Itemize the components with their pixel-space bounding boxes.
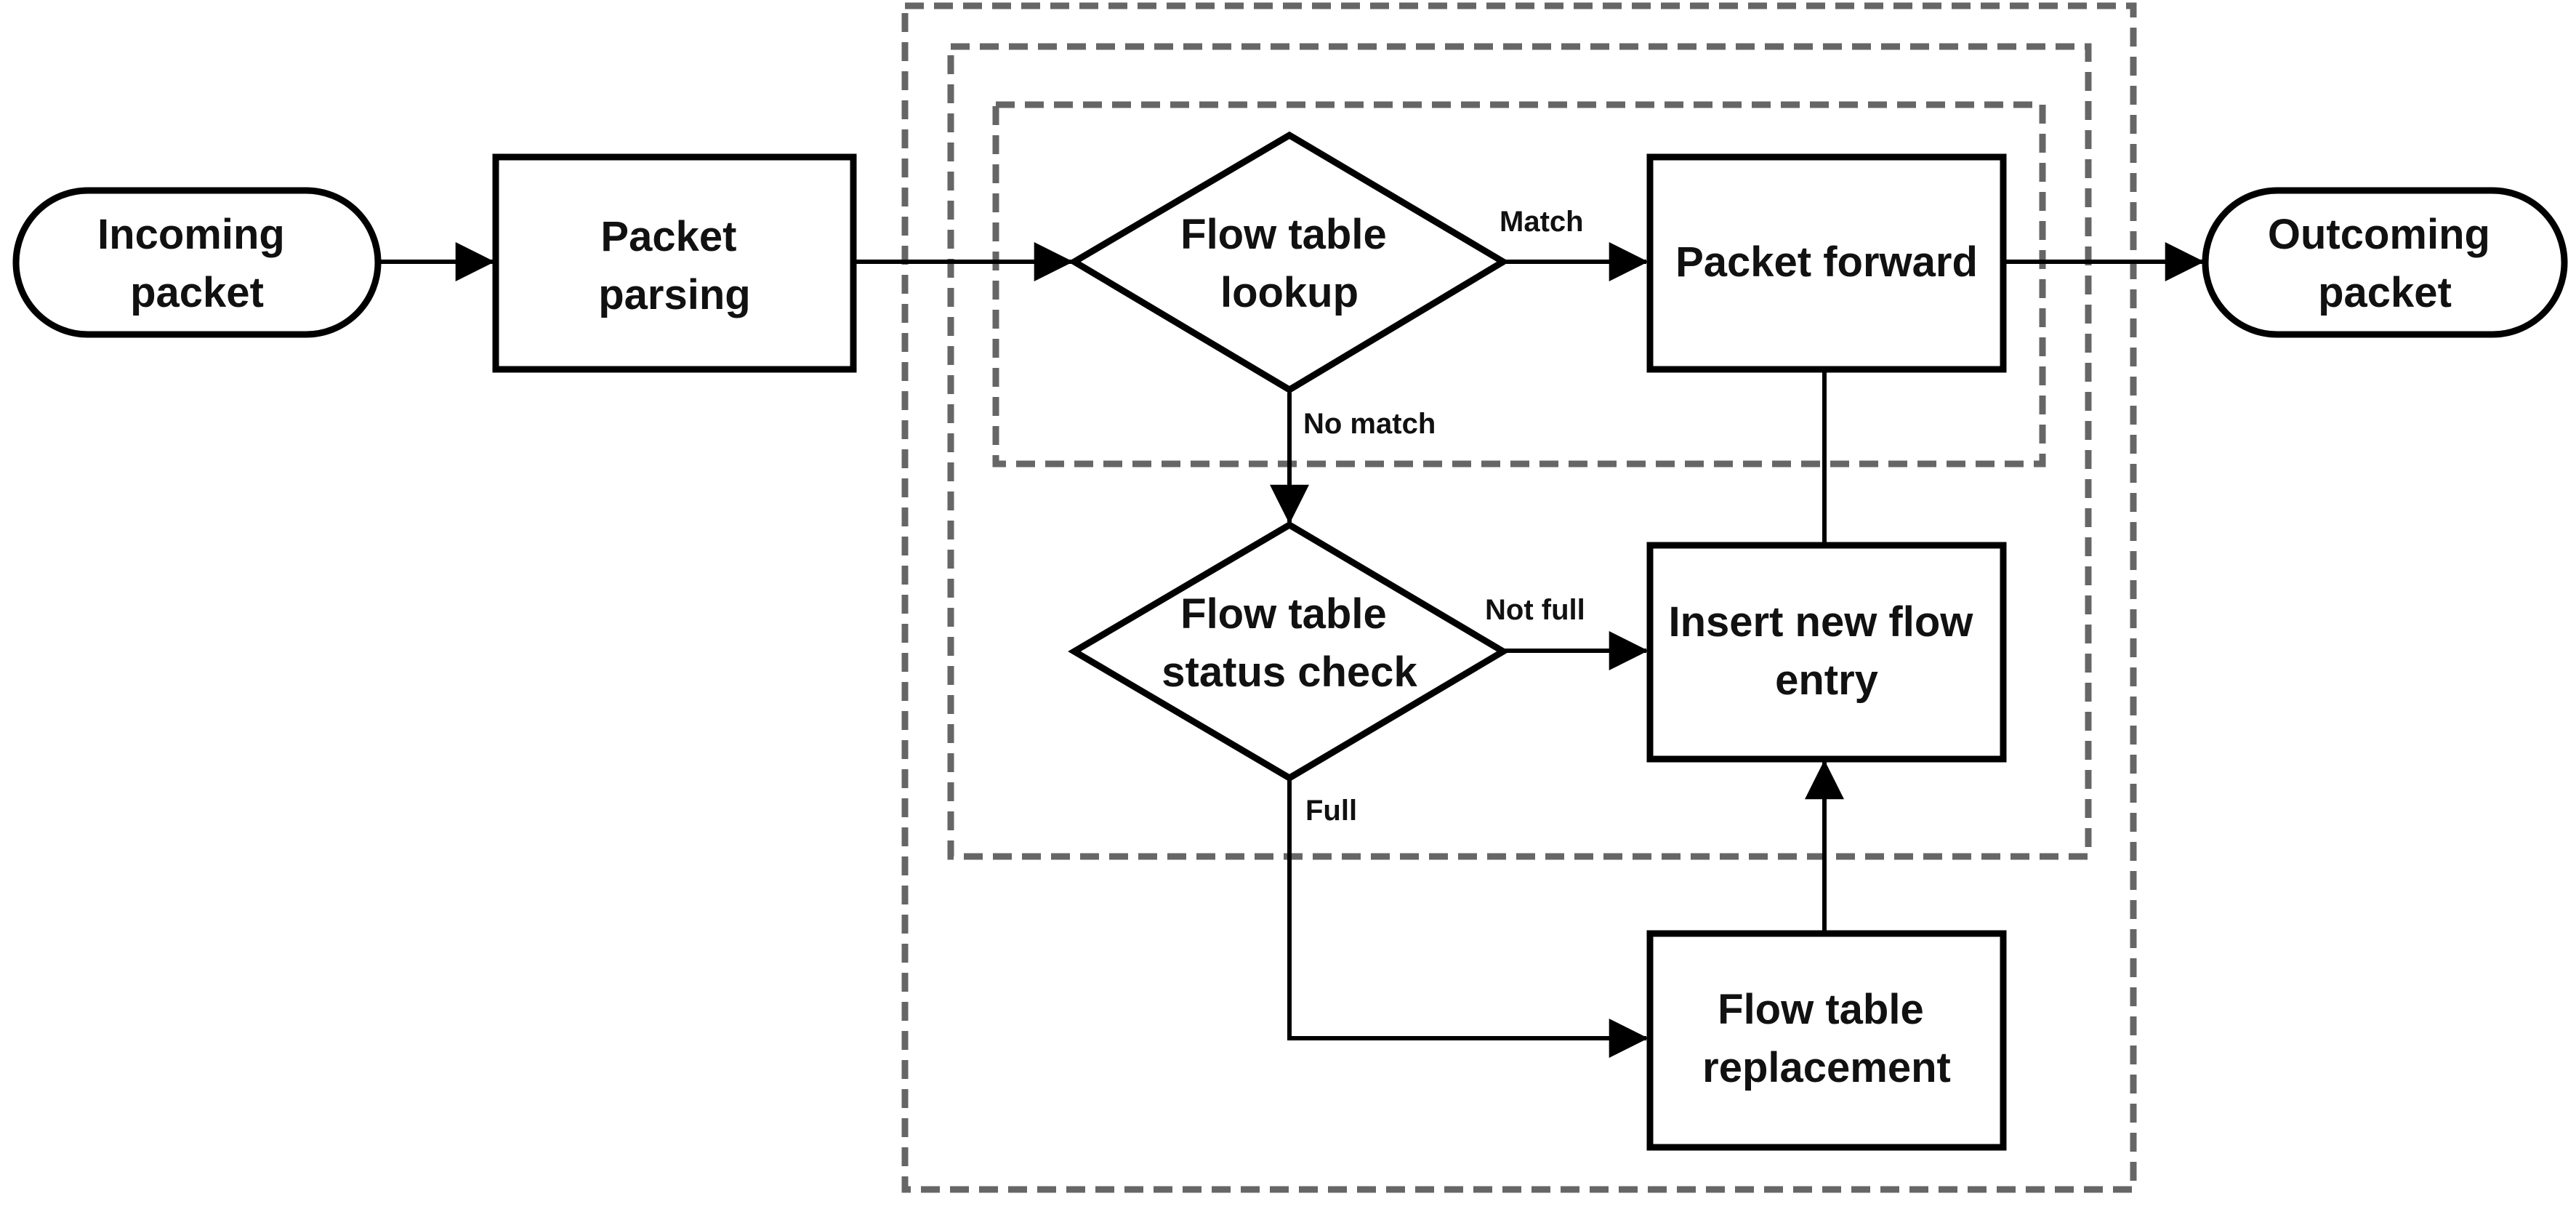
node-flow-table-status-check: Flow table status check (1068, 521, 1510, 782)
decision-diamond (1068, 131, 1510, 394)
node-outcoming-packet: Outcoming packet (2202, 187, 2568, 338)
inner-dashed-frame (992, 101, 2046, 467)
decision-diamond (1068, 521, 1510, 782)
edge-label-match: Match (1500, 206, 1584, 238)
node-label: Outcoming packet (2268, 211, 2502, 316)
node-insert-new-flow-entry: Insert new flow entry (1646, 542, 2007, 763)
edge-label-not-full: Not full (1485, 594, 1585, 626)
edge-label-full: Full (1305, 795, 1357, 827)
node-label-line: lookup (1220, 269, 1359, 316)
node-flow-table-lookup: Flow table lookup (1068, 131, 1510, 394)
node-label-line: Flow table (1718, 986, 1924, 1033)
outer-dashed-frame (901, 2, 2137, 1193)
node-label: Flow table status check (1162, 590, 1417, 696)
node-label: Incoming packet (97, 211, 297, 316)
process-box (1646, 930, 2007, 1151)
node-label-line: status check (1162, 649, 1417, 696)
node-flow-table-replacement: Flow table replacement (1646, 930, 2007, 1151)
edges (378, 242, 2205, 1058)
node-label-line: replacement (1702, 1044, 1951, 1091)
node-label: Packet parsing (598, 213, 751, 318)
process-box (492, 153, 857, 373)
middle-dashed-frame (947, 43, 2092, 860)
node-incoming-packet: Incoming packet (12, 187, 382, 338)
node-label-line: parsing (598, 271, 751, 318)
node-packet-forward: Packet forward (1646, 153, 2007, 373)
node-label-line: packet (130, 269, 264, 316)
terminal-shape (12, 187, 382, 338)
node-label: Flow table lookup (1180, 211, 1398, 316)
process-box (1646, 153, 2007, 373)
terminal-shape (2202, 187, 2568, 338)
node-label-line: Flow table (1180, 211, 1387, 258)
node-packet-parsing: Packet parsing (492, 153, 857, 373)
node-label: Packet forward (1675, 238, 1978, 286)
node-label-line: entry (1775, 657, 1878, 704)
edge-status-to-replacement (1287, 779, 1649, 1058)
node-label-line: Flow table (1180, 590, 1387, 638)
node-label-line: Packet (600, 213, 736, 260)
node-label: Insert new flow entry (1668, 598, 1984, 704)
node-label-line: packet (2318, 269, 2452, 316)
node-label: Flow table replacement (1702, 986, 1951, 1091)
process-box (1646, 542, 2007, 763)
node-label-line: Packet forward (1675, 238, 1978, 286)
node-label-line: Insert new flow (1668, 598, 1973, 646)
node-label-line: Incoming (97, 211, 285, 258)
node-label-line: Outcoming (2268, 211, 2490, 258)
edge-label-no-match: No match (1303, 408, 1436, 440)
